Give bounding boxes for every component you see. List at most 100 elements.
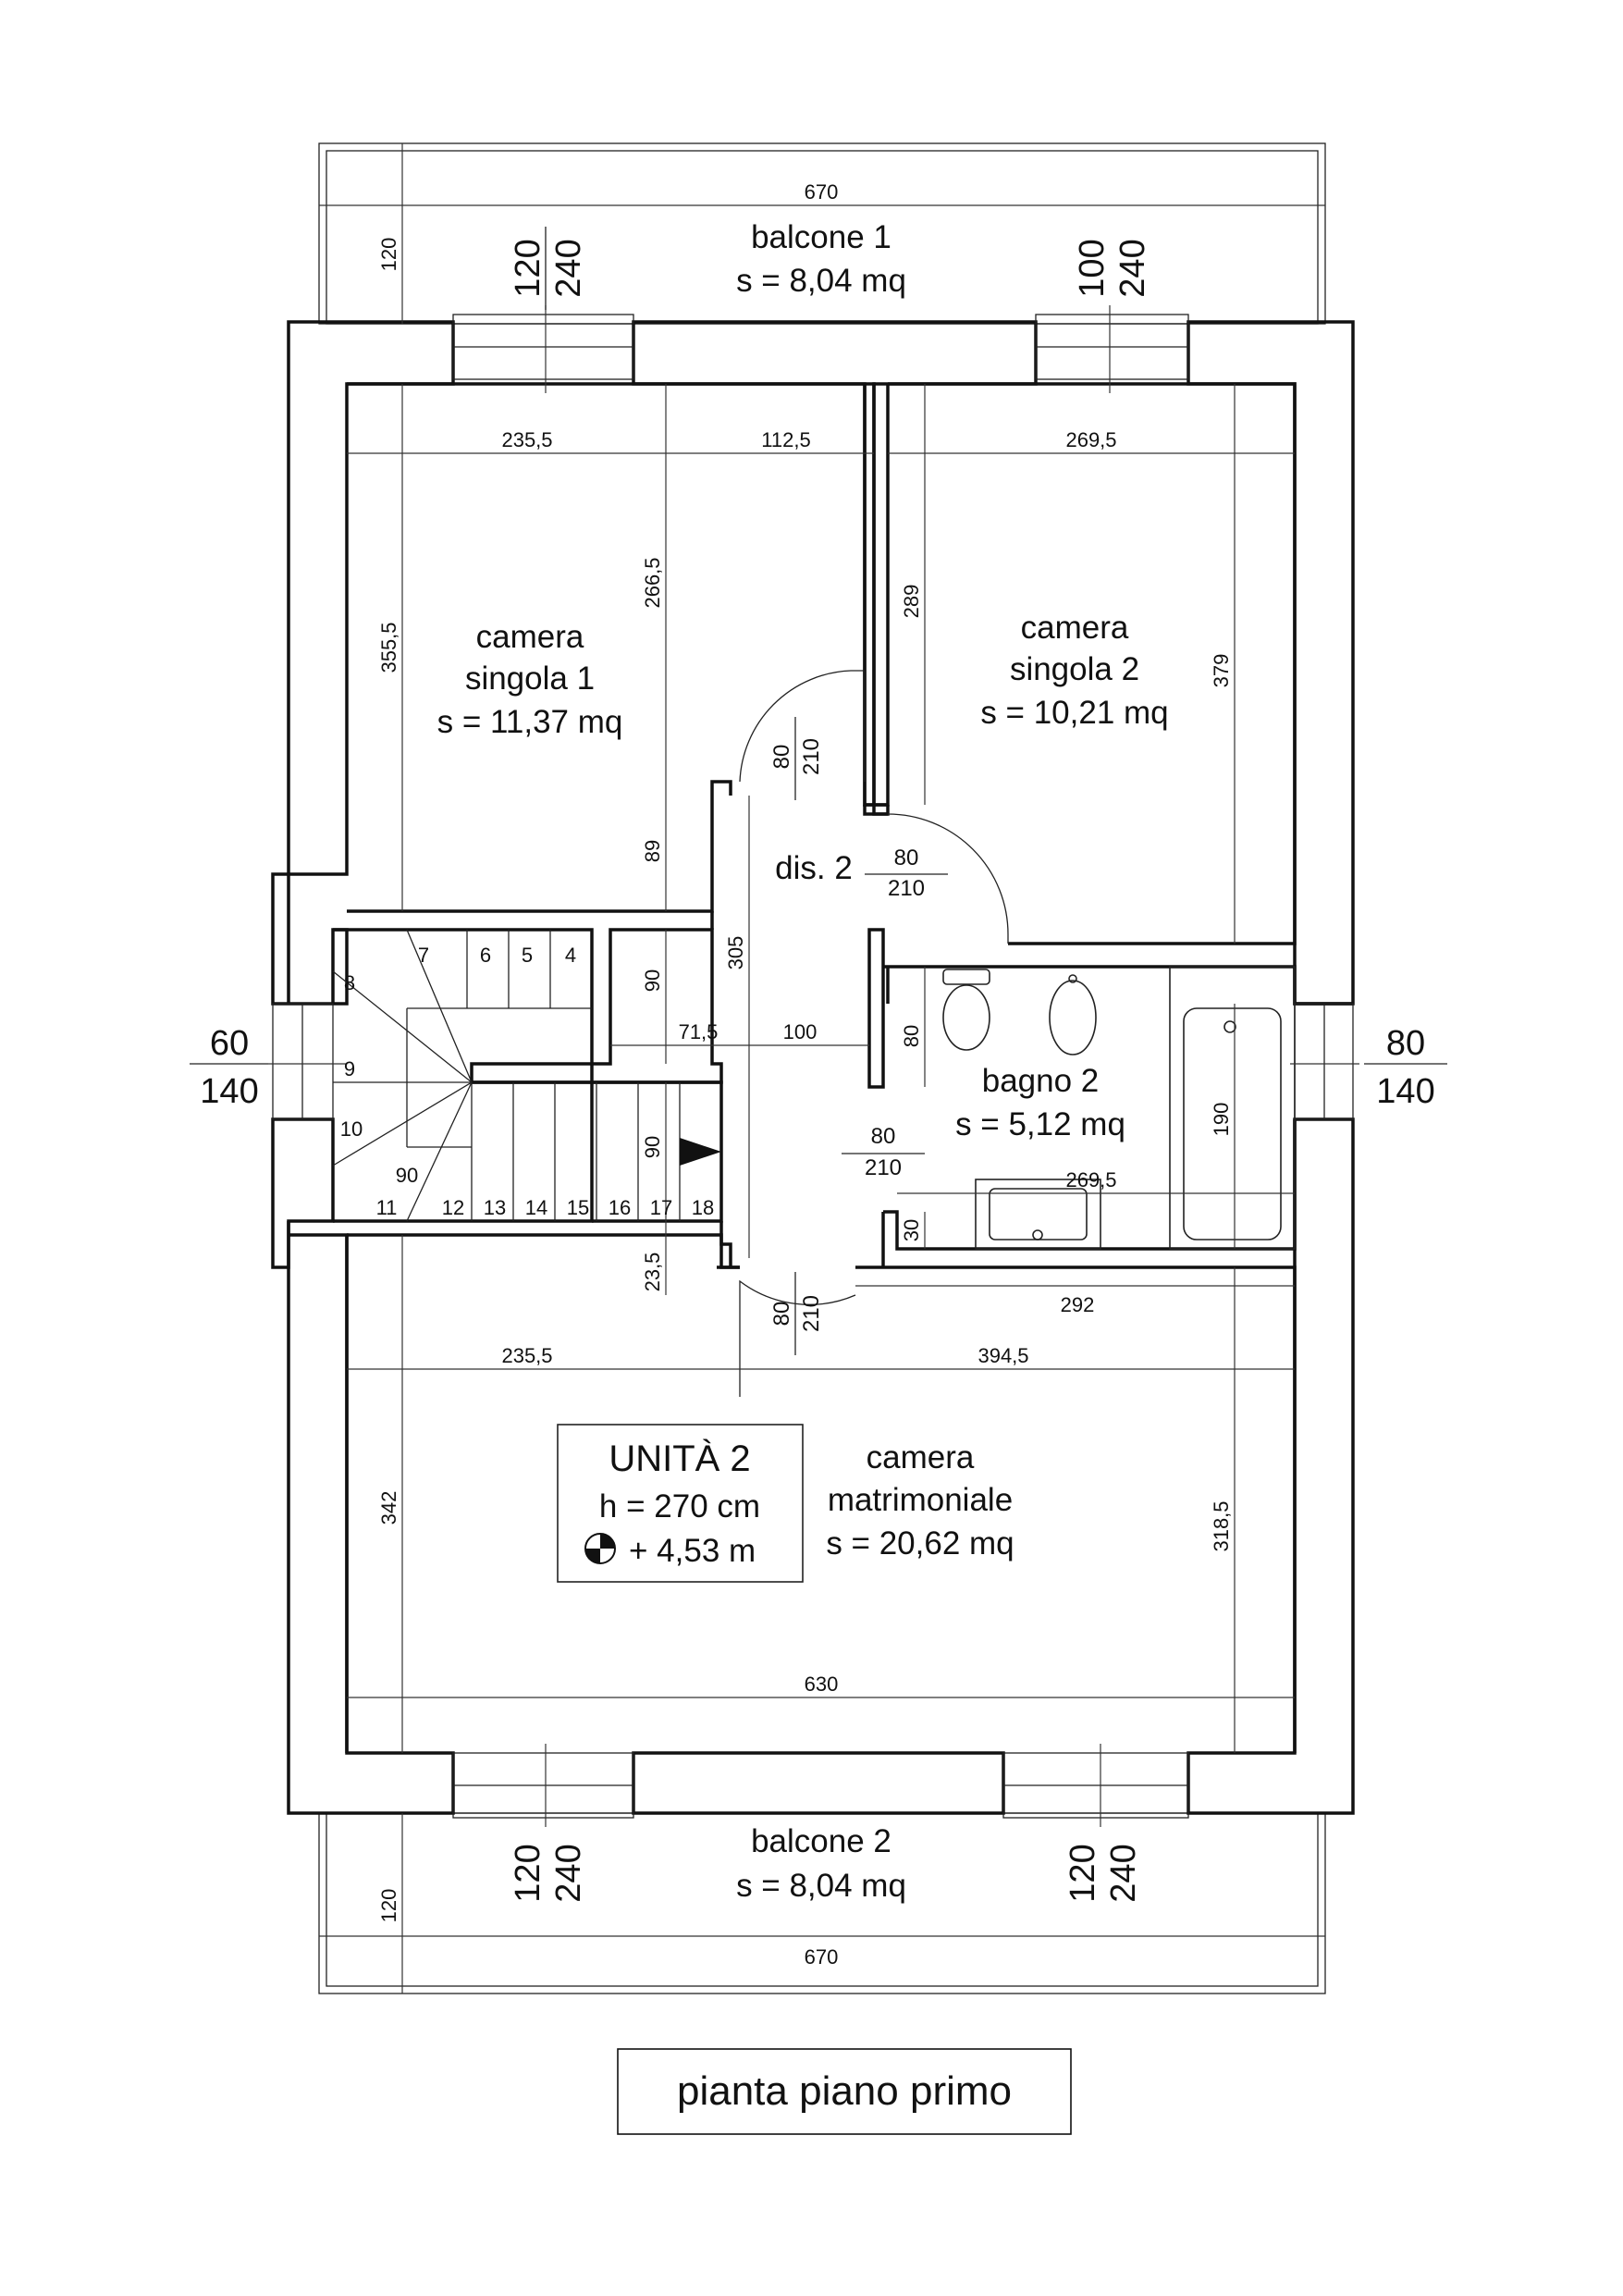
stair-step: 9 xyxy=(344,1057,355,1080)
svg-text:balcone 2: balcone 2 xyxy=(751,1823,891,1859)
window-balcone2-left: 120 240 xyxy=(509,1844,588,1902)
stair-step: 17 xyxy=(650,1196,672,1219)
dim-bagno-width: 269,5 xyxy=(1065,1168,1116,1191)
dim-balcone2-depth: 120 xyxy=(377,1889,400,1923)
svg-text:s = 5,12 mq: s = 5,12 mq xyxy=(955,1106,1125,1142)
svg-text:240: 240 xyxy=(1104,1844,1143,1902)
dim-bagno-190: 190 xyxy=(1210,1103,1233,1137)
svg-text:210: 210 xyxy=(799,738,824,775)
dim-balcone2-width: 670 xyxy=(805,1945,839,1969)
door-bagno: 80 210 xyxy=(842,1124,925,1180)
stair-step: 12 xyxy=(442,1196,464,1219)
windows xyxy=(272,314,1354,1819)
dim-matr-b: 394,5 xyxy=(977,1344,1028,1367)
dim-cam1-a: 235,5 xyxy=(501,428,552,451)
svg-text:240: 240 xyxy=(1113,239,1152,297)
room-bagno-2: bagno 2 s = 5,12 mq xyxy=(955,1063,1125,1142)
svg-text:120: 120 xyxy=(509,239,547,297)
bathroom-fixtures xyxy=(942,966,1296,1250)
svg-text:camera: camera xyxy=(476,619,584,655)
svg-text:80: 80 xyxy=(871,1124,896,1149)
svg-text:bagno 2: bagno 2 xyxy=(982,1063,1100,1099)
unit-height: h = 270 cm xyxy=(599,1488,760,1524)
stair-step: 11 xyxy=(376,1196,398,1219)
dim-bagno-30: 30 xyxy=(900,1219,923,1241)
room-camera-matrimoniale: camera matrimoniale s = 20,62 mq xyxy=(826,1439,1014,1562)
dim-matr-a: 235,5 xyxy=(501,1344,552,1367)
dim-cam2-289: 289 xyxy=(900,585,923,619)
window-west: 60 140 xyxy=(190,1024,268,1111)
door-matrimoniale: 80 210 xyxy=(769,1272,824,1355)
dim-cam1-b: 112,5 xyxy=(761,428,810,451)
dim-cam1-inner: 266,5 xyxy=(641,557,664,608)
stair-step: 15 xyxy=(567,1196,589,1219)
plan-title-box: pianta piano primo xyxy=(617,2048,1072,2135)
door-camera2: 80 210 xyxy=(865,846,948,901)
svg-text:balcone 1: balcone 1 xyxy=(751,219,891,255)
svg-text:120: 120 xyxy=(509,1844,547,1902)
unit-name: UNITÀ 2 xyxy=(609,1438,750,1479)
svg-text:210: 210 xyxy=(799,1295,824,1332)
dim-matr-342: 342 xyxy=(377,1491,400,1525)
dimension-texts: 670 120 670 120 235,5 112,5 355,5 266,5 … xyxy=(377,180,1233,1969)
svg-text:240: 240 xyxy=(549,1844,588,1902)
dim-balcone1-depth: 120 xyxy=(377,238,400,272)
door-camera1: 80 210 xyxy=(769,717,824,800)
svg-text:s = 10,21 mq: s = 10,21 mq xyxy=(980,695,1168,731)
stair-step: 4 xyxy=(565,944,576,967)
unit-info-box: UNITÀ 2 h = 270 cm + 4,53 m xyxy=(557,1424,804,1583)
svg-text:matrimoniale: matrimoniale xyxy=(828,1482,1013,1518)
svg-text:80: 80 xyxy=(1386,1024,1425,1063)
balcone-1 xyxy=(318,142,1326,325)
svg-text:100: 100 xyxy=(1073,239,1112,297)
svg-text:80: 80 xyxy=(894,846,919,870)
opening-labels: 120 240 100 240 120 240 120 240 60 140 8… xyxy=(190,227,1447,1903)
svg-text:s = 8,04 mq: s = 8,04 mq xyxy=(736,1868,906,1904)
dim-matr-318: 318,5 xyxy=(1210,1500,1233,1551)
dim-305: 305 xyxy=(724,936,747,970)
svg-text:210: 210 xyxy=(888,876,925,901)
dim-cam1-89: 89 xyxy=(641,840,664,862)
room-camera-singola-1: camera singola 1 s = 11,37 mq xyxy=(437,619,623,740)
window-balcone1-left: 120 240 xyxy=(509,227,588,310)
stair-step: 5 xyxy=(522,944,533,967)
svg-text:80: 80 xyxy=(769,745,794,770)
svg-text:s = 8,04 mq: s = 8,04 mq xyxy=(736,263,906,299)
svg-text:60: 60 xyxy=(210,1024,249,1063)
window-east: 80 140 xyxy=(1364,1024,1447,1111)
dim-cam2-width: 269,5 xyxy=(1065,428,1116,451)
window-balcone1-right: 100 240 xyxy=(1073,239,1152,297)
window-balcone2-right: 120 240 xyxy=(1064,1844,1143,1902)
stair-step: 6 xyxy=(480,944,491,967)
dim-bagno-80: 80 xyxy=(900,1025,923,1047)
dim-23-5: 23,5 xyxy=(641,1253,664,1292)
svg-text:120: 120 xyxy=(1064,1844,1102,1902)
svg-text:140: 140 xyxy=(200,1072,258,1111)
stair-step: 10 xyxy=(340,1117,363,1141)
dim-90-a: 90 xyxy=(641,969,664,992)
plan-title: pianta piano primo xyxy=(677,2068,1012,2114)
stair-step: 18 xyxy=(692,1196,714,1219)
svg-text:140: 140 xyxy=(1376,1072,1434,1111)
stair-step: 8 xyxy=(344,971,355,994)
svg-text:210: 210 xyxy=(865,1155,902,1180)
svg-text:camera: camera xyxy=(1021,610,1129,646)
room-labels: balcone 1 s = 8,04 mq camera singola 1 s… xyxy=(437,219,1169,1904)
dim-90-c: 90 xyxy=(396,1164,418,1187)
dim-matr-630: 630 xyxy=(805,1673,839,1696)
dim-100: 100 xyxy=(783,1020,818,1043)
room-dis-2: dis. 2 xyxy=(775,850,853,886)
svg-text:s = 11,37 mq: s = 11,37 mq xyxy=(437,704,623,740)
svg-text:240: 240 xyxy=(549,239,588,297)
dim-balcone1-width: 670 xyxy=(805,180,839,204)
dim-cam2-379: 379 xyxy=(1210,654,1233,688)
svg-text:80: 80 xyxy=(769,1302,794,1327)
dim-matr-292: 292 xyxy=(1061,1293,1095,1316)
dim-71-5: 71,5 xyxy=(679,1020,719,1043)
room-camera-singola-2: camera singola 2 s = 10,21 mq xyxy=(980,610,1168,731)
dim-cam1-height: 355,5 xyxy=(377,622,400,673)
stair-step: 14 xyxy=(525,1196,547,1219)
dim-90-b: 90 xyxy=(641,1136,664,1158)
room-balcone-2: balcone 2 s = 8,04 mq xyxy=(736,1823,906,1904)
